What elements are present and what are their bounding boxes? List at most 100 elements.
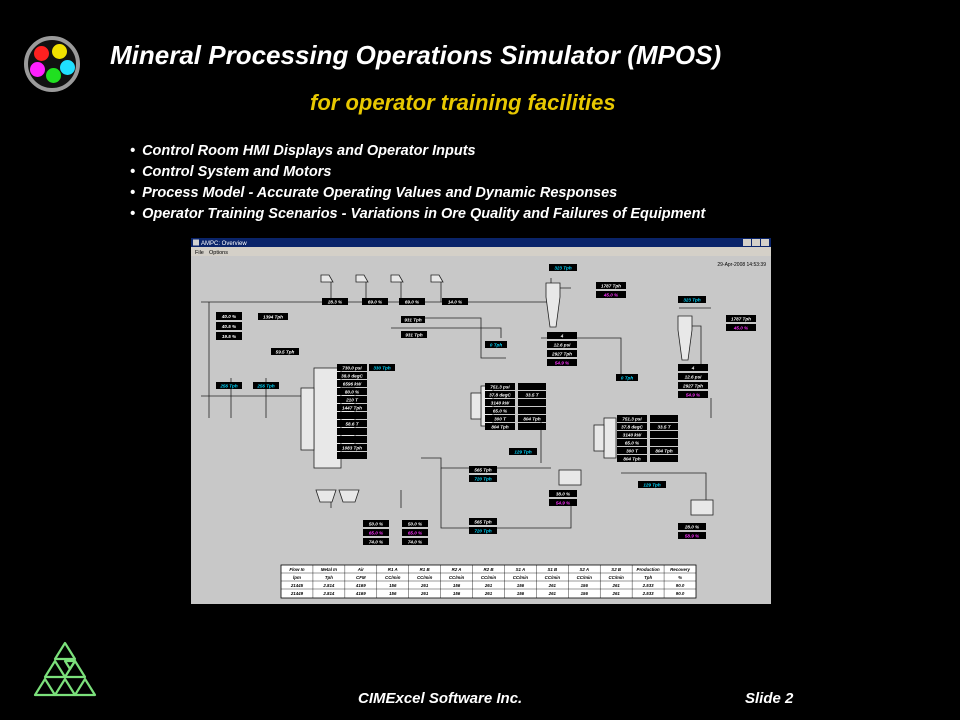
table-cell: 261 [612,591,621,596]
table-cell: 90.0 [676,583,685,588]
svg-text:1083 Tph: 1083 Tph [342,446,362,451]
cyclone-2-icon [677,315,693,361]
flow-value: 931 Tph [404,318,422,323]
sump-1-icon [558,469,582,486]
hmi-timestamp: 29-Apr-2008 14:53:39 [717,262,766,268]
svg-text:37.8 degC: 37.8 degC [621,425,643,430]
table-cell: 156 [389,591,397,596]
logo-green-dot [46,68,61,83]
flow-value: 720 Tph [474,529,492,534]
table-cell: 261 [484,591,493,596]
screen-icon [315,489,360,503]
svg-text:12.6 psi: 12.6 psi [685,375,703,380]
minimize-button[interactable] [743,239,751,246]
table-cell: 2.814 [322,591,335,596]
flow-value: 256 Tph [256,384,275,389]
sump-2-solids: 58.9 % [685,534,699,539]
table-cell: 261 [612,583,621,588]
svg-text:33.5 T: 33.5 T [657,425,671,430]
table-header: Air [357,567,364,572]
ball-mill-1-end [470,392,482,420]
feeder-icon [430,274,444,283]
svg-text:300 T: 300 T [494,417,507,422]
table-cell: 156 [389,583,397,588]
cyclone-1-readouts: 4 12.6 psi 2927 Tph 54.9 % [547,332,577,366]
control-value: 40.0 % [221,314,236,319]
flow-value: 323 Tph [554,266,572,271]
svg-text:38.0 degC: 38.0 degC [341,374,363,379]
table-header: R2 A [452,567,462,572]
flow-value: 720 Tph [474,477,492,482]
table-cell: 21449 [290,591,304,596]
sump-2-level: 28.0 % [684,525,699,530]
table-cell: 261 [484,583,493,588]
ball-mill-1-readouts: 751.3 psi 37.8 degC 3140 kW 65.0 % 300 T… [485,383,546,430]
value-boxes: 28.3 % 69.0 % 69.0 % 14.0 % 40.0 % 40.5 … [216,264,756,545]
svg-text:3140 kW: 3140 kW [491,401,510,406]
svg-text:65.0 %: 65.0 % [408,531,422,536]
table-header: S2 A [579,567,589,572]
table-cell: 2.814 [322,583,335,588]
table-unit: CC/min [449,575,465,580]
feeder-value: 69.0 % [405,300,419,305]
table-header: Production [637,567,660,572]
slide-subtitle: for operator training facilities [310,90,616,115]
ball-mill-2-shell [603,417,617,459]
svg-text:54.9 %: 54.9 % [555,361,569,366]
table-unit: CC/min [545,575,561,580]
feeder-icon [355,274,369,283]
table-unit: CC/min [417,575,433,580]
table-cell: 21445 [290,583,304,588]
bullet-item: Process Model - Accurate Operating Value… [130,183,705,204]
sump-2-icon [690,499,714,516]
flow-value: 330 Tph [373,366,391,371]
svg-text:804 Tph: 804 Tph [623,457,641,462]
table-header: R1 A [388,567,398,572]
table-cell: 156 [517,591,525,596]
table-header: Flow In [289,567,304,572]
table-unit: CC/min [577,575,593,580]
menu-file[interactable]: File [195,250,204,256]
flow-value: 129 Tph [643,483,661,488]
table-unit: CC/min [513,575,529,580]
window-controls [743,239,769,246]
svg-text:4: 4 [560,334,564,339]
ball-mill-2-readouts: 751.3 psi 37.8 degC 3140 kW 65.0 % 300 T… [617,415,678,462]
feeder-value: 69.0 % [368,300,382,305]
logo-red-dot [34,46,49,61]
flow-value: 931 Tph [405,333,423,338]
menu-options[interactable]: Options [209,250,228,256]
table-cell: 261 [548,591,557,596]
maximize-button[interactable] [752,239,760,246]
logo-yellow-dot [52,44,67,59]
svg-text:6596 kW: 6596 kW [343,382,362,387]
table-cell: 90.0 [676,591,685,596]
svg-text:730.0 psi: 730.0 psi [342,366,362,371]
svg-text:804 Tph: 804 Tph [523,417,541,422]
sag-mill-feed-end [300,387,315,451]
svg-text:12.6 psi: 12.6 psi [554,343,572,348]
flow-value: 129 Tph [514,450,532,455]
svg-text:54.9 %: 54.9 % [686,393,700,398]
close-button[interactable] [761,239,769,246]
table-cell: 156 [581,591,589,596]
logo-cyan-dot [60,60,75,75]
svg-text:751.3 psi: 751.3 psi [490,385,510,390]
feeder-value: 28.3 % [327,300,342,305]
table-cell: 156 [581,583,589,588]
table-header: Recovery [670,567,690,572]
app-icon [193,239,199,246]
svg-text:210 T: 210 T [345,398,359,403]
mpos-logo [24,36,80,92]
table-unit: % [678,575,682,580]
slide-title: Mineral Processing Operations Simulator … [110,40,722,70]
logo-magenta-dot [30,62,45,77]
svg-text:3140 kW: 3140 kW [623,433,642,438]
svg-text:65.0 %: 65.0 % [625,441,639,446]
table-cell: 156 [453,591,461,596]
hmi-window-title: AMPC: Overview [201,241,247,247]
table-unit: CFM [356,575,366,580]
flow-value: 0 Tph [490,343,502,348]
flow-value: 59.5 Tph [276,350,295,355]
cyclone-1-icon [545,282,561,328]
